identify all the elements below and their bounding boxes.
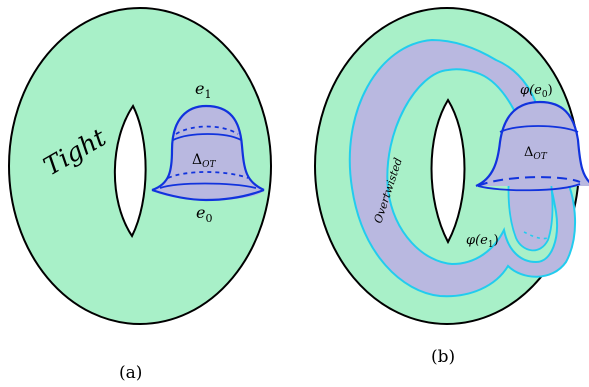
- label-delta-b: ΔOT: [524, 145, 548, 162]
- ring-upper-a: [172, 133, 242, 141]
- curve-e1-a: [151, 104, 265, 192]
- label-delta-b-sub: OT: [533, 152, 547, 162]
- ring-lower-b: [477, 176, 581, 187]
- label-phi-e1-sub: 1: [488, 240, 494, 250]
- ring-lower-a: [159, 182, 257, 189]
- torus-a-hole: [113, 104, 147, 238]
- dots-b: [523, 231, 549, 240]
- label-phi-e1-close: ): [494, 233, 499, 248]
- label-phi-e0-main: φ(e: [520, 83, 542, 98]
- panel-a: Tight e1 ΔOT e0 (a): [8, 7, 272, 383]
- ring-lower-back-a: [167, 171, 249, 179]
- label-delta-a-main: Δ: [192, 152, 202, 168]
- label-delta-a-sub: OT: [202, 160, 216, 170]
- label-e0-a-sub: 0: [205, 212, 212, 225]
- caption-b: (b): [431, 347, 455, 367]
- torus-b-hole: [430, 98, 466, 245]
- label-phi-e0-close: ): [548, 83, 553, 98]
- label-e1-a-main: e: [195, 79, 204, 98]
- label-e1-a: e1: [195, 79, 211, 101]
- ot-disk-a: [152, 106, 264, 201]
- label-e0-a: e0: [196, 203, 212, 225]
- curve-e0-a: [151, 188, 265, 202]
- label-phi-e1-main: φ(e: [466, 233, 488, 248]
- ot-disk-b: [475, 100, 589, 188]
- label-e0-a-main: e: [196, 203, 205, 222]
- ring-upper-back-a: [175, 125, 239, 135]
- label-delta-b-main: Δ: [524, 145, 533, 160]
- label-phi-e1: φ(e1): [466, 233, 499, 250]
- ring-upper-b: [499, 125, 579, 133]
- ring-lower-front-b: [477, 183, 581, 192]
- label-e1-a-sub: 1: [204, 88, 211, 101]
- label-delta-a: ΔOT: [192, 152, 217, 170]
- label-phi-e0: φ(e0): [520, 83, 553, 100]
- caption-a: (a): [119, 363, 142, 383]
- label-phi-e0-sub: 0: [542, 90, 548, 100]
- panel-b: Overtwisted φ(e0) ΔOT φ(e1) (b): [314, 7, 589, 367]
